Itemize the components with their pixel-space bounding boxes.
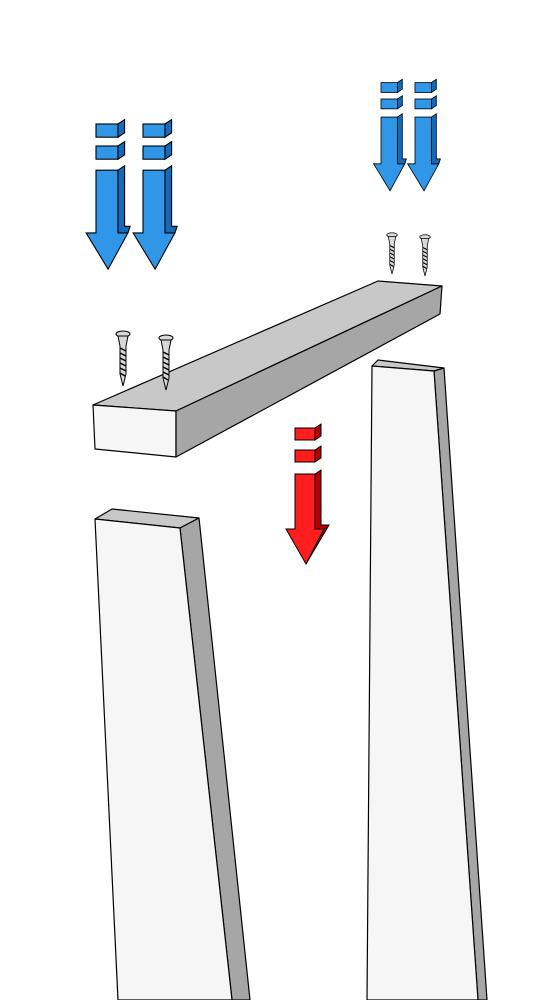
left-leg [94,508,251,1000]
down-arrow-icon [285,423,330,565]
screw-icon [386,232,398,275]
cross-beam [92,280,443,458]
screw-icon [419,234,431,277]
down-arrow-icon [373,78,407,192]
right-leg [366,359,488,1000]
down-arrow-icon [85,119,131,270]
down-arrow-icon [407,78,441,192]
screw-icon [115,330,131,387]
down-arrow-icon [132,119,178,270]
